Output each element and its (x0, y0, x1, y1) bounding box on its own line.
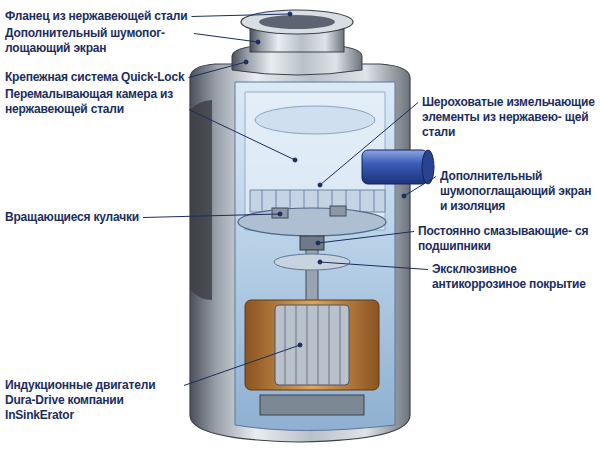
label-holder: Индукционные двигатели Dura-Drive компан… (5, 378, 180, 423)
leader-dot (318, 260, 322, 264)
leader-line (320, 103, 418, 186)
leader-dot (256, 40, 260, 44)
leader-line (194, 34, 258, 43)
turntable (238, 208, 386, 236)
motor-stator (245, 300, 379, 390)
chamber-rim (255, 106, 375, 134)
leader-line (188, 62, 246, 78)
motor-base (260, 395, 364, 415)
cutaway (235, 82, 395, 431)
label-holder: Эксклюзивное антикоррозиное покрытие (432, 262, 596, 292)
label-holder: Фланец из нержавеющей стали (5, 6, 215, 24)
label-holder: Дополнительный шумопоглащающий экран и и… (440, 169, 596, 214)
motor-rotor (275, 305, 349, 385)
label-holder: Дополнительный шумопог- лощающий экран (5, 26, 190, 56)
leader-dot (244, 60, 248, 64)
label-holder: Шероховатые измельчающие элементы из нер… (422, 95, 596, 140)
callout-label: Дополнительный шумопог- лощающий экран (5, 26, 190, 56)
insulation (190, 100, 212, 300)
leader-dot (278, 212, 282, 216)
callout-label: Постоянно смазывающие- ся подшипники (418, 224, 596, 254)
leader-line (184, 345, 300, 386)
leader-line (191, 14, 290, 17)
bearing (300, 236, 324, 250)
leader-dot (298, 343, 302, 347)
callout-label: Индукционные двигатели Dura-Drive компан… (5, 378, 180, 423)
flange-opening (259, 15, 335, 29)
label-holder: Постоянно смазывающие- ся подшипники (418, 224, 596, 254)
callout-label: Дополнительный шумопоглащающий экран и и… (440, 169, 596, 214)
label-holder: Крепежная система Quick-Lock (5, 67, 215, 85)
seal-plate (274, 254, 350, 270)
leader-line (143, 214, 280, 218)
outlet-pipe (362, 150, 428, 184)
callout-label: Фланец из нержавеющей стали (5, 9, 187, 24)
leader-line (404, 177, 436, 197)
lug (330, 206, 346, 216)
flange (241, 10, 353, 34)
label-holder: Вращающиеся кулачки (5, 207, 205, 225)
leader-dot (288, 12, 292, 16)
leader-dot (316, 241, 320, 245)
label-holder: Перемалывающая камера из нержавеющей ста… (5, 87, 185, 117)
callout-label: Шероховатые измельчающие элементы из нер… (422, 95, 596, 140)
leader-line (318, 232, 414, 244)
leader-line (320, 262, 428, 270)
lug (272, 208, 288, 218)
leader-dot (402, 194, 406, 198)
callout-label: Крепежная система Quick-Lock (5, 70, 184, 85)
housing (190, 64, 410, 442)
leader-line (189, 110, 295, 161)
leader-dot (318, 183, 322, 187)
callout-label: Перемалывающая камера из нержавеющей ста… (5, 87, 185, 117)
callout-label: Вращающиеся кулачки (5, 210, 139, 225)
leader-dot (293, 158, 297, 162)
callout-label: Эксклюзивное антикоррозиное покрытие (432, 262, 596, 292)
